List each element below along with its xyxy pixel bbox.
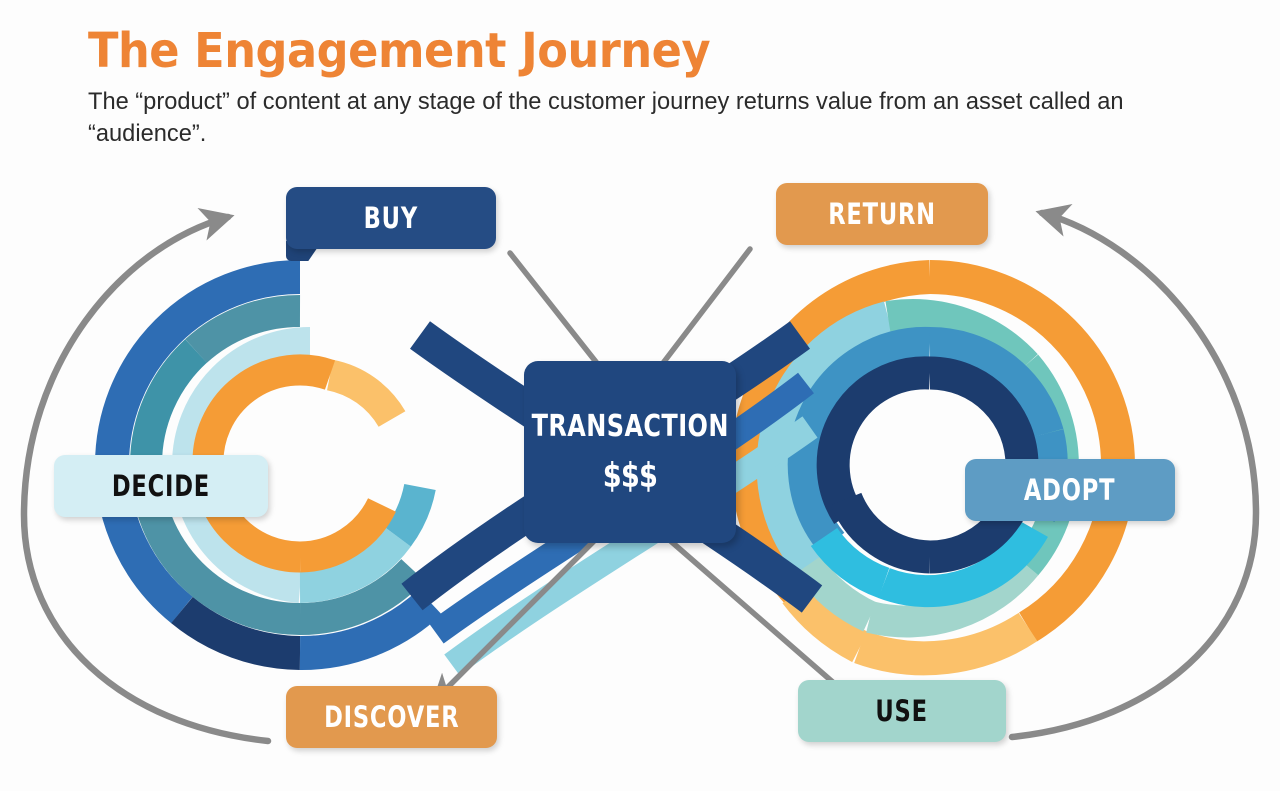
stage-pill-return[interactable]: RETURN bbox=[776, 183, 988, 245]
stage-label-adopt: ADOPT bbox=[1024, 473, 1116, 507]
crossing-cyan-a bbox=[444, 416, 818, 676]
page-title: The Engagement Journey bbox=[88, 23, 711, 79]
outer-right-cycle-arrow bbox=[1008, 203, 1260, 741]
tx-to-buy-arrow bbox=[507, 250, 603, 370]
stage-pill-discover[interactable]: DISCOVER bbox=[286, 686, 497, 748]
stage-label-use: USE bbox=[875, 694, 929, 728]
stage-label-discover: DISCOVER bbox=[323, 700, 460, 734]
right-band-innermost bbox=[816, 356, 1039, 574]
tx-to-discover-arrow bbox=[431, 534, 601, 704]
header: The Engagement Journey The “product” of … bbox=[88, 26, 1208, 149]
stage-label-buy: BUY bbox=[363, 201, 419, 235]
transaction-node[interactable]: TRANSACTION $$$ bbox=[524, 361, 736, 543]
page-subtitle: The “product” of content at any stage of… bbox=[88, 88, 1124, 147]
stage-label-return: RETURN bbox=[828, 197, 936, 231]
stage-pill-decide[interactable]: DECIDE bbox=[54, 455, 268, 517]
outer-left-cycle-arrow bbox=[20, 207, 272, 745]
transaction-title: TRANSACTION bbox=[531, 408, 729, 444]
transaction-amount: $$$ bbox=[602, 455, 658, 496]
tx-to-return-arrow bbox=[657, 246, 753, 370]
stage-label-decide: DECIDE bbox=[111, 469, 211, 503]
engagement-journey-diagram: BUY DECIDE DISCOVER RETURN ADOPT USE TRA… bbox=[0, 165, 1280, 791]
stage-pill-use[interactable]: USE bbox=[798, 680, 1006, 742]
stage-pill-buy[interactable]: BUY bbox=[286, 187, 496, 249]
right-band-second bbox=[756, 299, 1079, 638]
stage-pill-adopt[interactable]: ADOPT bbox=[965, 459, 1175, 521]
outer-cycle-arrows bbox=[20, 203, 1260, 745]
